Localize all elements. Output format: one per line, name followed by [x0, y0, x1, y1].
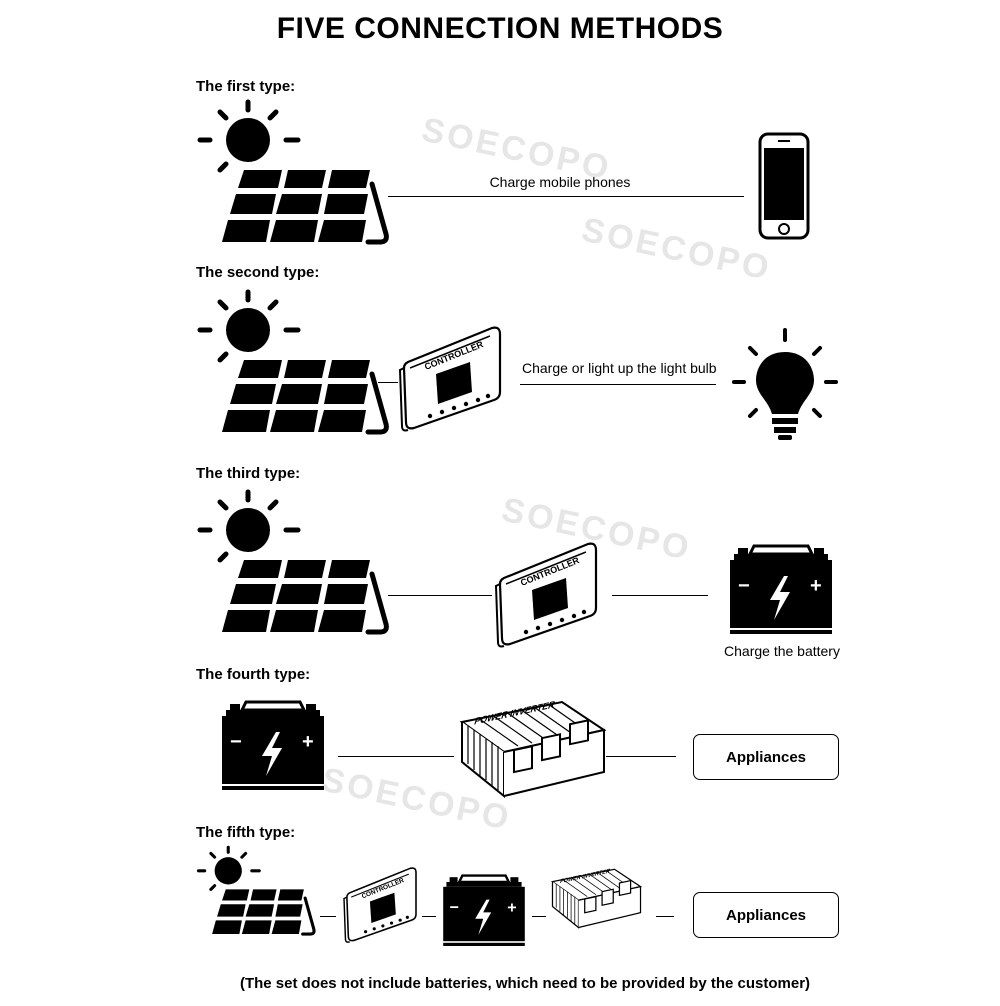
connection-line	[520, 384, 716, 385]
type-1-text: Charge mobile phones	[489, 174, 631, 190]
type-4-label: The fourth type:	[196, 666, 311, 683]
connection-line	[606, 756, 676, 757]
battery-signs-layer: − +	[450, 899, 517, 916]
inverter-label-layer: POWER INVERTER	[559, 869, 611, 886]
solar-panel-icon	[196, 490, 396, 650]
connection-line	[388, 595, 492, 596]
battery-signs-layer: − +	[738, 575, 822, 597]
connection-line	[422, 916, 436, 917]
type-1-label: The first type:	[196, 78, 296, 95]
plus-sign: +	[507, 899, 516, 916]
minus-sign: −	[230, 731, 242, 753]
type-5-label: The fifth type:	[196, 824, 296, 841]
controller-label: CONTROLLER	[423, 339, 485, 372]
connection-line	[320, 916, 336, 917]
type-3-text: Charge the battery	[724, 643, 840, 659]
connection-line	[378, 382, 398, 383]
appliances-box: Appliances	[693, 734, 839, 780]
plus-sign: +	[810, 575, 822, 597]
controller-label-layer: CONTROLLER	[361, 877, 406, 900]
footnote: (The set does not include batteries, whi…	[239, 975, 811, 992]
mobile-phone-icon	[758, 132, 810, 240]
controller-label: CONTROLLER	[519, 555, 581, 588]
connection-line	[532, 916, 546, 917]
type-2-label: The second type:	[196, 264, 320, 281]
inverter-label: POWER INVERTER	[559, 869, 611, 886]
connection-line	[338, 756, 454, 757]
connection-line	[388, 196, 744, 197]
inverter-label: POWER INVERTER	[473, 699, 557, 727]
type-3-label: The third type:	[196, 465, 301, 482]
battery-signs-layer: − +	[230, 731, 314, 753]
connection-line	[612, 595, 708, 596]
appliances-box: Appliances	[693, 892, 839, 938]
controller-label: CONTROLLER	[361, 877, 406, 900]
light-bulb-icon	[732, 328, 838, 440]
minus-sign: −	[450, 899, 459, 916]
controller-label-layer: CONTROLLER	[519, 555, 581, 588]
plus-sign: +	[302, 731, 314, 753]
solar-panel-icon	[196, 100, 396, 260]
connection-line	[656, 916, 674, 917]
controller-label-layer: CONTROLLER	[423, 339, 485, 372]
solar-panel-icon	[196, 290, 396, 450]
minus-sign: −	[738, 575, 750, 597]
page-title: FIVE CONNECTION METHODS	[276, 12, 724, 45]
type-2-text: Charge or light up the light bulb	[522, 360, 717, 376]
inverter-label-layer: POWER INVERTER	[473, 699, 557, 727]
watermark: SOECOPO	[578, 211, 775, 288]
